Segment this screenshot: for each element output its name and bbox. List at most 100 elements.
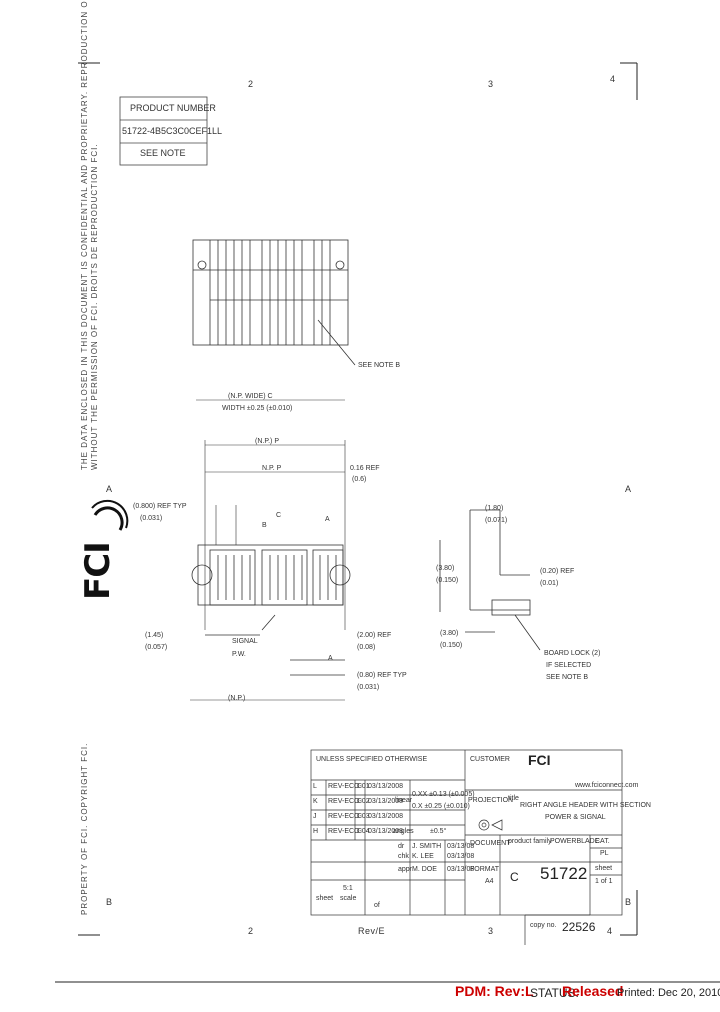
- rev-row-0-eco: REV-ECO-01: [328, 783, 370, 790]
- rev-row-2-date: 03/13/2008: [368, 813, 404, 820]
- tb-scale: 5:1: [343, 885, 353, 892]
- dim-a1: A: [325, 516, 330, 523]
- board-lock-label: BOARD LOCK (2): [544, 650, 601, 657]
- tb-customer: FCI: [528, 752, 551, 768]
- dim-overall: (N.P. WIDE) C: [228, 393, 273, 400]
- dim-left1: (1.45): [145, 632, 164, 639]
- tb-title-label: title: [508, 795, 519, 802]
- zone-top-4: 4: [610, 74, 616, 84]
- tb-dr-date: 03/13/08: [447, 843, 475, 850]
- dim-overall-sub: WIDTH ±0.25 (±0.010): [222, 405, 293, 412]
- tb-chk-name: K. LEE: [412, 853, 434, 860]
- product-note: SEE NOTE: [140, 148, 186, 158]
- product-number: 51722-4B5C3C0CEF1LL: [122, 126, 223, 136]
- dim-pitch-in: (0.031): [140, 515, 163, 522]
- tol-linear: linear: [395, 797, 413, 804]
- tol-ang: ±0.5°: [430, 828, 447, 835]
- footer-pdm-rev: PDM: Rev:L: [455, 983, 534, 999]
- tb-unless: UNLESS SPECIFIED OTHERWISE: [316, 756, 428, 763]
- tb-format: FORMAT: [470, 866, 500, 873]
- tb-a4: A4: [485, 878, 494, 885]
- dim-r-h-in: (0.150): [436, 577, 459, 584]
- tb-appr: appr: [398, 866, 413, 873]
- tol-angles: angles: [393, 828, 414, 835]
- dim-pitch2: (0.80) REF TYP: [357, 672, 407, 679]
- tb-of: of: [374, 902, 380, 909]
- tb-scale-label: scale: [340, 895, 357, 902]
- zone-right-a: A: [625, 484, 632, 494]
- product-title: PRODUCT NUMBER: [130, 103, 216, 113]
- dim-b: B: [262, 522, 267, 529]
- dim-np2: N.P. P: [262, 465, 282, 472]
- dim-np: (N.P.) P: [255, 438, 279, 445]
- zone-bottom-2: 2: [248, 926, 254, 936]
- note-b-label: SEE NOTE B: [358, 362, 401, 369]
- rev-row-0-c: C: [357, 783, 363, 790]
- dim-left1-in: (0.057): [145, 644, 168, 651]
- rev-row-3-eco: REV-ECO-04: [328, 828, 370, 835]
- tb-appr-name: M. DOE: [412, 866, 437, 873]
- tb-sheet-label: sheet: [595, 865, 613, 872]
- tb-part: 51722: [540, 864, 588, 883]
- tb-doctype: C: [510, 870, 519, 884]
- dim-c: C: [276, 512, 282, 519]
- dim-signal: SIGNAL: [232, 638, 258, 645]
- dim-r-ref: (0.20) REF: [540, 568, 575, 575]
- rev-row-3-date: 03/13/2008: [368, 828, 404, 835]
- tb-document: DOCUMENT: [470, 840, 511, 847]
- tb-cat-label: CAT.: [595, 838, 610, 845]
- zone-bottom-3: 3: [488, 926, 494, 936]
- dim-bottom: (N.P.): [228, 695, 246, 702]
- dim-r-top: (1.80): [485, 505, 504, 512]
- tb-title1: RIGHT ANGLE HEADER WITH SECTION: [520, 802, 651, 809]
- dim-pitch2-in: (0.031): [357, 684, 380, 691]
- tb-customer-label: CUSTOMER: [470, 756, 510, 763]
- rev-row-0-ltr: L: [313, 783, 317, 790]
- tb-chk-date: 03/13/08: [447, 853, 475, 860]
- dim-r-bot: (3.80): [440, 630, 459, 637]
- tb-sheet: 1 of 1: [595, 878, 613, 885]
- tb-sheet-rev: sheet: [316, 895, 334, 902]
- bottom-center-rev: Rev/E: [358, 926, 386, 936]
- zone-left-a: A: [106, 484, 113, 494]
- rev-row-3-ltr: H: [313, 828, 319, 835]
- tb-website: www.fciconnect.com: [575, 782, 639, 789]
- tb-dr: dr: [398, 843, 405, 850]
- zone-bottom-4: 4: [607, 926, 613, 936]
- footer-status: Released: [562, 983, 624, 999]
- tb-dr-name: J. SMITH: [412, 843, 442, 850]
- rev-row-0-date: 03/13/2008: [368, 783, 404, 790]
- dim-ref1: 0.16 REF: [350, 465, 380, 472]
- tb-chk: chk: [398, 853, 409, 860]
- tb-appr-date: 03/13/08: [447, 866, 475, 873]
- tb-projection: PROJECTION: [468, 797, 514, 804]
- dim-r-bot-in: (0.150): [440, 642, 463, 649]
- rev-row-3-c: C: [357, 828, 363, 835]
- footer-printed: Printed: Dec 20, 2010: [617, 987, 720, 999]
- dim-r-ref-in: (0.01): [540, 580, 559, 587]
- rev-row-1-eco: REV-ECO-02: [328, 798, 370, 805]
- zone-right-b: B: [625, 897, 632, 907]
- rev-row-1-c: C: [357, 798, 363, 805]
- dim-r-top-in: (0.071): [485, 517, 508, 524]
- dim-2-00: (2.00) REF: [357, 632, 392, 639]
- tb-copy-label: copy no.: [530, 922, 557, 929]
- dim-a2: A: [328, 655, 333, 662]
- tb-title2: POWER & SIGNAL: [545, 814, 606, 821]
- rev-row-2-eco: REV-ECO-03: [328, 813, 370, 820]
- dim-ref1-in: (0.6): [352, 476, 367, 483]
- zone-top-3: 3: [488, 79, 494, 89]
- dim-2-00-in: (0.08): [357, 644, 376, 651]
- footer-status-label: STATUS:: [530, 986, 579, 1000]
- rev-row-1-date: 03/13/2008: [368, 798, 404, 805]
- board-lock-if: IF SELECTED: [546, 662, 592, 669]
- board-lock-note: SEE NOTE B: [546, 674, 589, 681]
- tb-cat: PL: [600, 850, 609, 857]
- dim-r-h: (3.80): [436, 565, 455, 572]
- rev-row-2-ltr: J: [313, 813, 317, 820]
- tb-family: POWERBLADE: [550, 838, 600, 845]
- rev-row-1-ltr: K: [313, 798, 318, 805]
- zone-left-b: B: [106, 897, 113, 907]
